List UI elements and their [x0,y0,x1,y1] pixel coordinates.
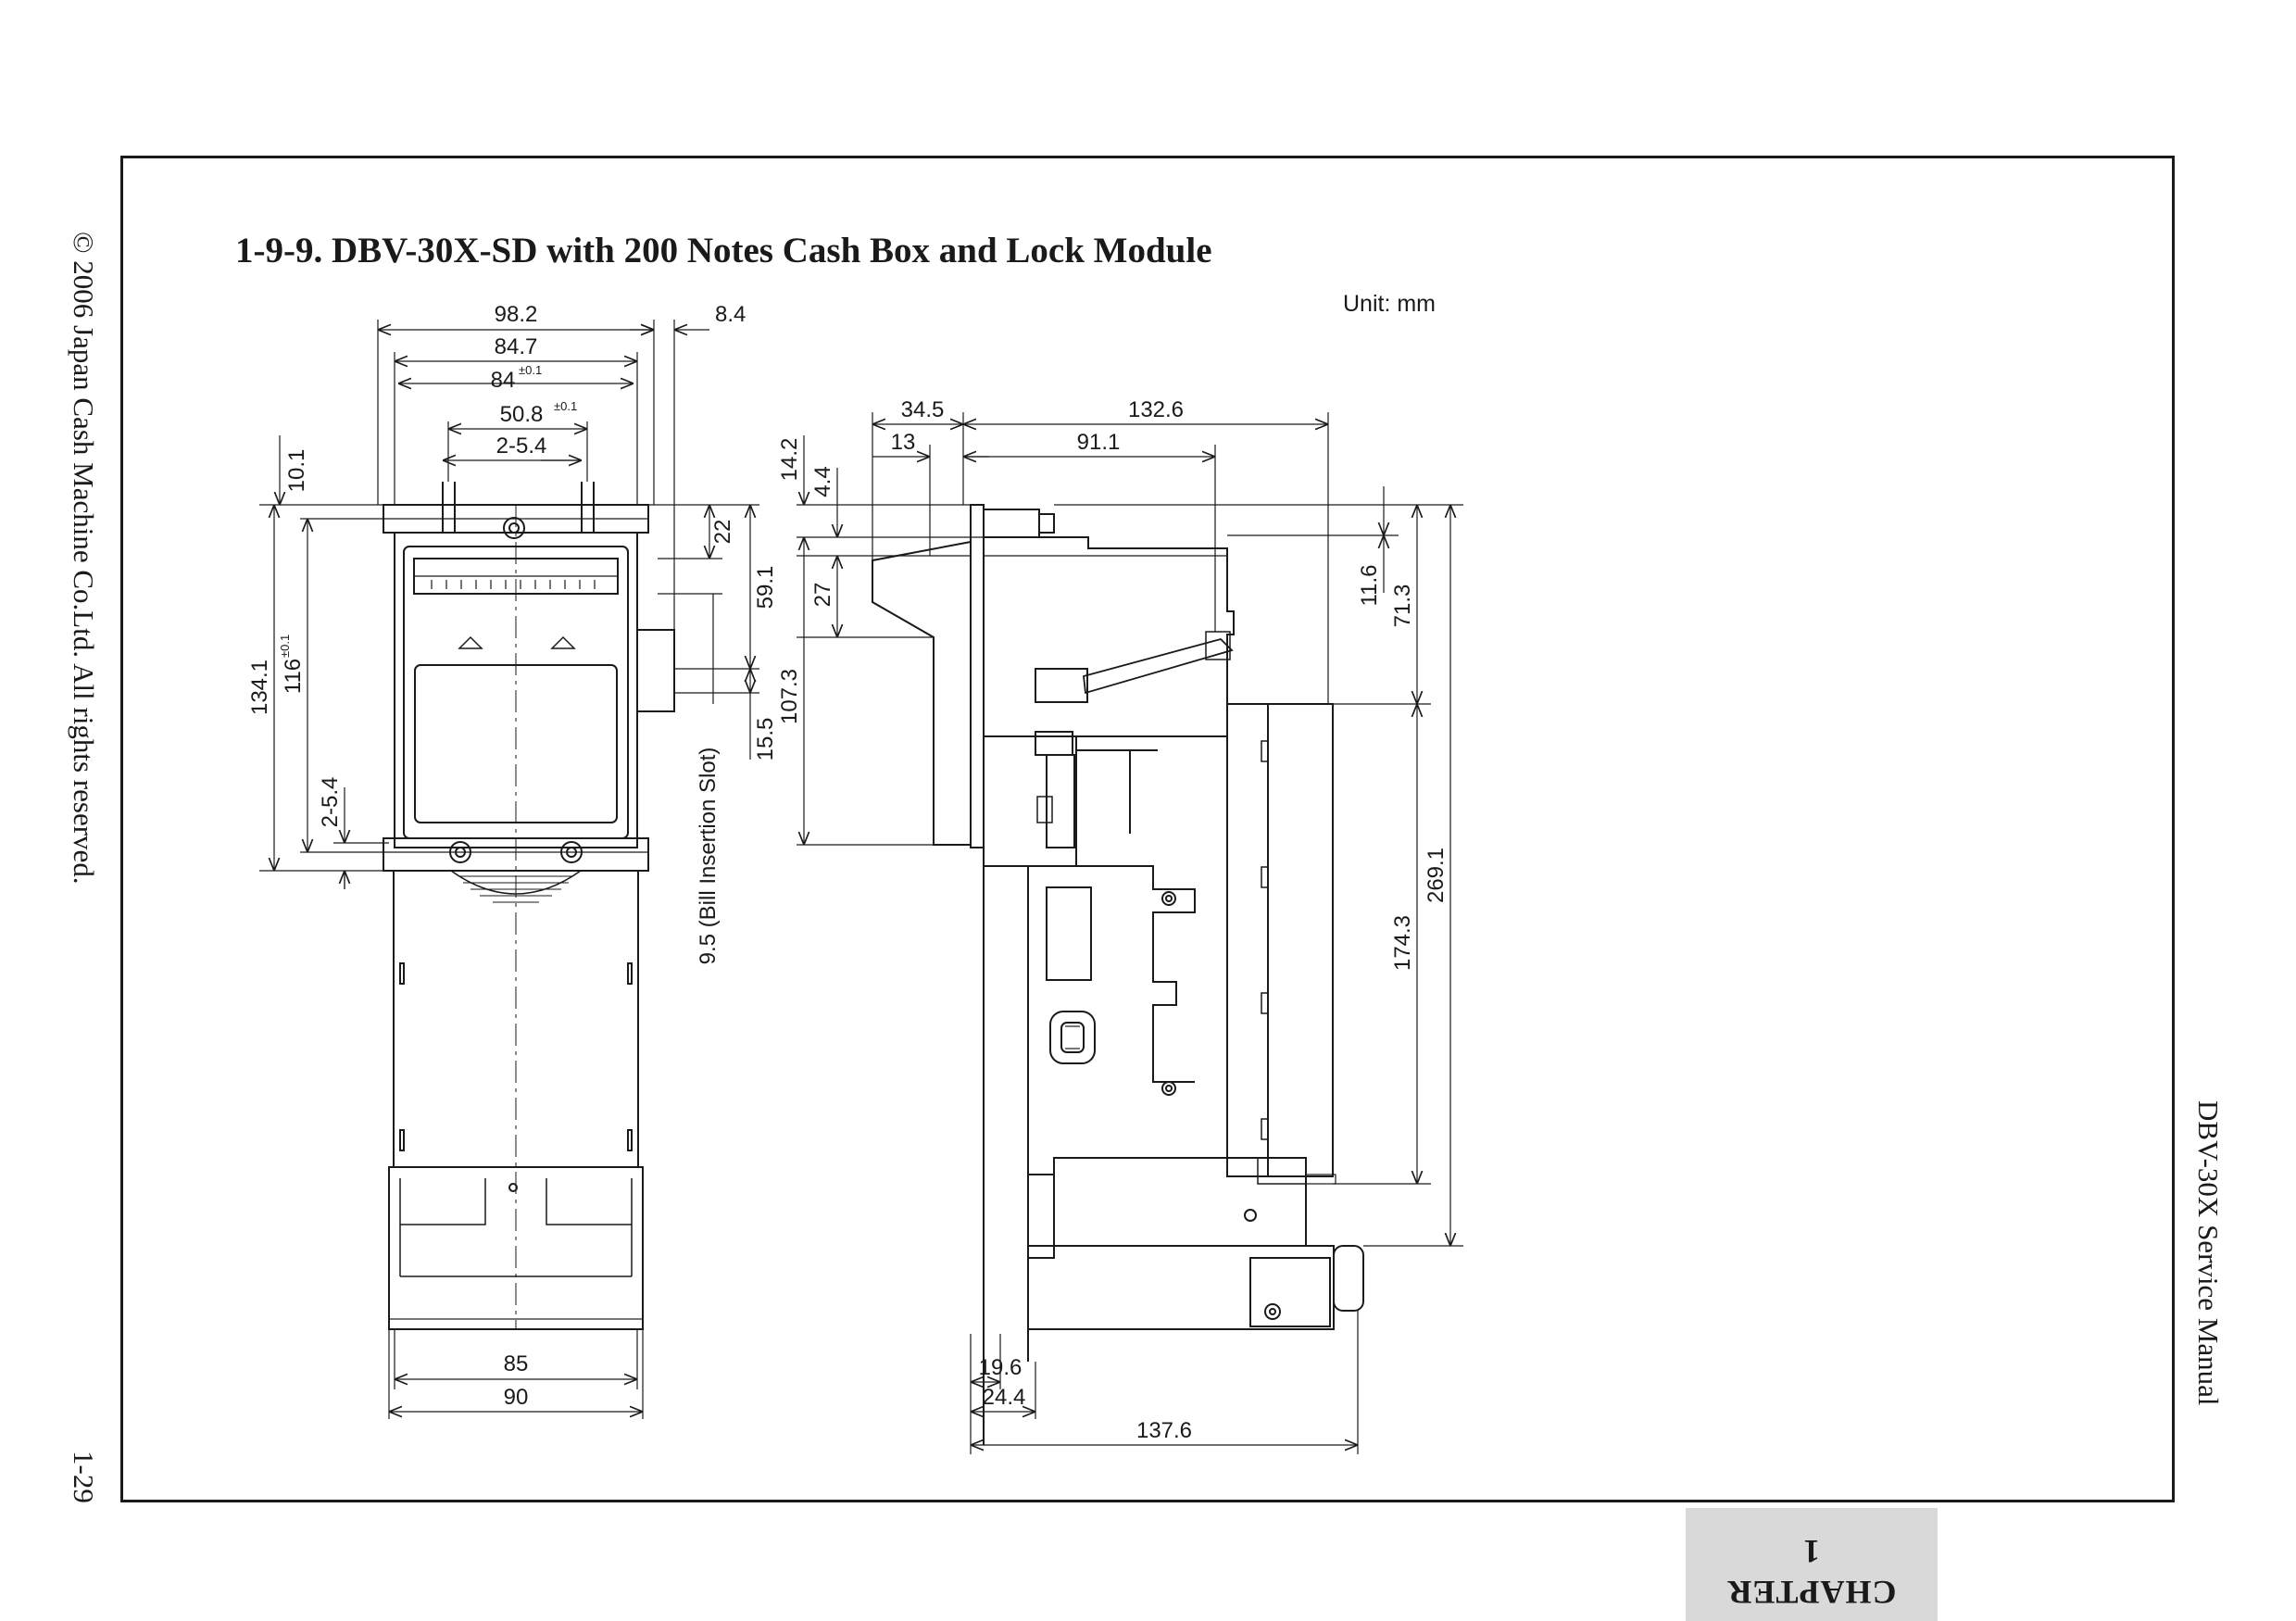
dim-116: 116 [281,659,306,694]
dim-slots-bottom: 2-5.4 [318,777,343,828]
dim-8-4: 8.4 [715,302,746,327]
section-title: 1-9-9. DBV-30X-SD with 200 Notes Cash Bo… [235,231,1212,270]
dim-10-1: 10.1 [284,449,309,493]
chapter-tab[interactable]: CHAPTER 1 [1686,1508,1938,1621]
dim-132-6: 132.6 [1128,397,1184,422]
side-view-dimensions: 34.5 132.6 13 91.1 14.2 4.4 27 107.3 11.… [777,397,1449,1443]
side-view [872,504,1364,1445]
dim-50-8: 50.8 [500,402,544,427]
dim-107-3: 107.3 [777,669,802,724]
dim-84-tolerance: ±0.1 [519,363,542,377]
dim-24-4: 24.4 [983,1385,1026,1410]
dim-84-7: 84.7 [495,334,538,359]
dim-269-1: 269.1 [1424,848,1449,903]
dim-71-3: 71.3 [1390,584,1415,628]
dim-34-5: 34.5 [901,397,945,422]
dim-50-8-tolerance: ±0.1 [554,399,577,413]
dim-134-1: 134.1 [247,660,272,715]
dim-90: 90 [504,1385,529,1410]
front-view [383,482,675,1330]
dim-59-1: 59.1 [753,566,778,609]
dim-91-1: 91.1 [1077,430,1121,455]
dim-19-6: 19.6 [979,1355,1023,1380]
dim-15-5: 15.5 [753,718,778,761]
dim-27: 27 [810,583,835,608]
dim-22: 22 [710,520,735,545]
dim-85: 85 [504,1351,529,1376]
dim-98-2: 98.2 [495,302,538,327]
dim-14-2: 14.2 [777,438,802,482]
dim-174-3: 174.3 [1390,915,1415,971]
unit-label: Unit: mm [1343,291,1436,317]
dim-11-6: 11.6 [1357,565,1382,607]
dim-slots-top: 2-5.4 [496,434,547,459]
bill-insertion-slot-label: 9.5 (Bill Insertion Slot) [696,748,721,965]
dim-137-6: 137.6 [1136,1418,1192,1443]
front-view-dimensions: 98.2 84.7 84 ±0.1 50.8 ±0.1 2-5.4 8.4 10… [247,302,778,1410]
page-frame [120,156,2175,1502]
dim-84: 84 [491,368,516,393]
dim-116-tolerance: ±0.1 [278,635,292,658]
dim-13: 13 [891,430,916,455]
dim-4-4: 4.4 [810,466,835,496]
